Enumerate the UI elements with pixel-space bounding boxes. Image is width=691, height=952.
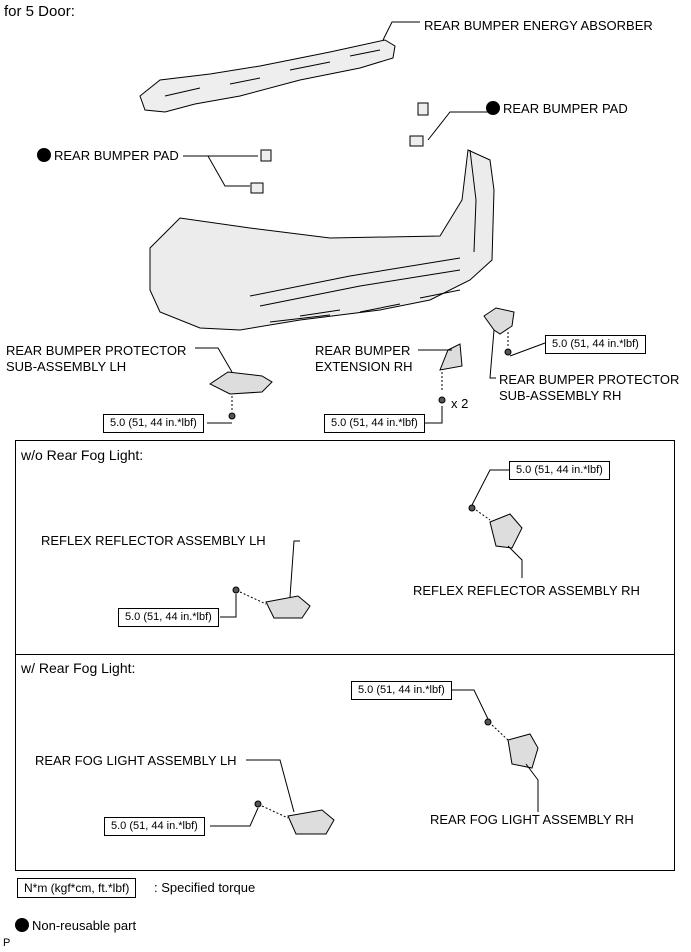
- bolt-icon: [254, 800, 262, 808]
- torque-box: 5.0 (51, 44 in.*lbf): [103, 414, 204, 433]
- protector-rh-part: [483, 307, 515, 335]
- bolt-icon: [504, 348, 512, 356]
- torque-box: 5.0 (51, 44 in.*lbf): [351, 681, 452, 700]
- label-fog-lh: REAR FOG LIGHT ASSEMBLY LH: [35, 753, 237, 768]
- footer-mark: P: [3, 937, 11, 949]
- label-fog-rh: REAR FOG LIGHT ASSEMBLY RH: [430, 812, 634, 827]
- label-pad-right: REAR BUMPER PAD: [486, 101, 628, 116]
- label-reflector-rh: REFLEX REFLECTOR ASSEMBLY RH: [413, 583, 640, 598]
- torque-box: 5.0 (51, 44 in.*lbf): [545, 335, 646, 354]
- label-protector-lh-1: REAR BUMPER PROTECTOR: [6, 343, 187, 358]
- protector-lh-part: [209, 371, 273, 395]
- panel1-title: w/o Rear Fog Light:: [21, 447, 144, 463]
- label-extension-2: EXTENSION RH: [315, 359, 413, 374]
- panel-with-fog-light: [15, 654, 675, 871]
- fog-light-rh-part: [507, 733, 539, 769]
- label-extension-1: REAR BUMPER: [315, 343, 411, 358]
- torque-box: 5.0 (51, 44 in.*lbf): [118, 608, 219, 627]
- nonreusable-icon: [486, 101, 500, 115]
- panel2-title: w/ Rear Fog Light:: [21, 660, 136, 676]
- reflector-lh-part: [265, 595, 311, 619]
- legend-torque-box: N*m (kgf*cm, ft.*lbf): [17, 878, 137, 898]
- bolt-icon: [232, 586, 240, 594]
- torque-box: 5.0 (51, 44 in.*lbf): [104, 817, 205, 836]
- label-energy-absorber: REAR BUMPER ENERGY ABSORBER: [424, 18, 653, 33]
- pad-part: [250, 182, 264, 194]
- pad-part: [409, 135, 424, 147]
- legend-torque-text: : Specified torque: [154, 880, 256, 895]
- label-pad-left: REAR BUMPER PAD: [37, 148, 179, 163]
- legend-nonreusable: Non-reusable part: [15, 918, 136, 933]
- bolt-icon: [438, 396, 446, 404]
- label-reflector-lh: REFLEX REFLECTOR ASSEMBLY LH: [41, 533, 266, 548]
- torque-box: 5.0 (51, 44 in.*lbf): [324, 414, 425, 433]
- label-qty: x 2: [451, 396, 469, 411]
- fog-light-lh-part: [287, 809, 335, 835]
- nonreusable-icon: [15, 918, 29, 932]
- nonreusable-icon: [37, 148, 51, 162]
- bolt-icon: [228, 412, 236, 420]
- label-protector-rh-2: SUB-ASSEMBLY RH: [499, 388, 622, 403]
- pad-part: [260, 149, 272, 162]
- label-protector-lh-2: SUB-ASSEMBLY LH: [6, 359, 127, 374]
- extension-rh-part: [439, 343, 463, 371]
- torque-box: 5.0 (51, 44 in.*lbf): [509, 461, 610, 480]
- energy-absorber-part: [139, 39, 396, 113]
- page-heading: for 5 Door:: [4, 3, 75, 20]
- reflector-rh-part: [489, 513, 523, 549]
- label-protector-rh-1: REAR BUMPER PROTECTOR: [499, 372, 680, 387]
- pad-part: [417, 102, 429, 116]
- rear-bumper-cover: [149, 149, 495, 331]
